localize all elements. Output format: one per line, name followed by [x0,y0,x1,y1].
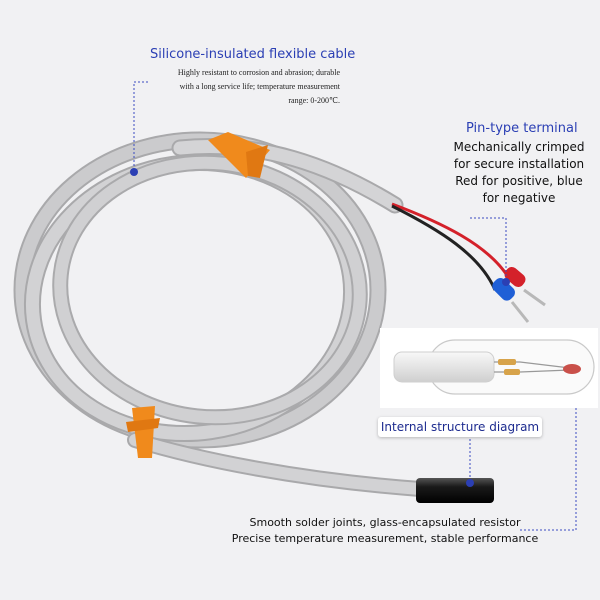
internal-structure-label: Internal structure diagram [378,417,542,437]
pin-callout-description: Mechanically crimped for secure installa… [444,139,594,207]
cable-tie-bottom [126,406,160,458]
internal-callout-description: Smooth solder joints, glass-encapsulated… [200,515,570,547]
black-wire [391,204,497,291]
internal-callout-line: Precise temperature measurement, stable … [231,532,539,545]
cable-tie-top [208,132,270,178]
pin-callout-line: Red for positive, blue [455,174,583,188]
pin-callout-title: Pin-type terminal [466,121,578,136]
cable-callout-title: Silicone-insulated flexible cable [150,47,356,62]
callout-dots [130,168,510,487]
callout-leaders [133,81,577,531]
pin-callout-line: Mechanically crimped [453,140,585,154]
pin-callout-line: for secure installation [453,157,585,171]
red-wire [391,202,512,281]
cable-coil [13,131,387,449]
cable-callout-line: with a long service life; temperature me… [179,82,340,91]
cable-callout-description: Highly resistant to corrosion and abrasi… [150,66,340,108]
temperature-probe [416,478,494,503]
cable-callout-line: Highly resistant to corrosion and abrasi… [177,68,340,77]
internal-callout-line: Smooth solder joints, glass-encapsulated… [249,516,521,529]
pin-callout-line: for negative [482,191,556,205]
pin-terminal-red [504,267,546,307]
pin-terminal-blue [492,278,530,323]
internal-structure-drawing [393,339,595,395]
cable-callout-line: range: 0-200℃. [288,96,340,105]
internal-structure-image [380,328,598,408]
